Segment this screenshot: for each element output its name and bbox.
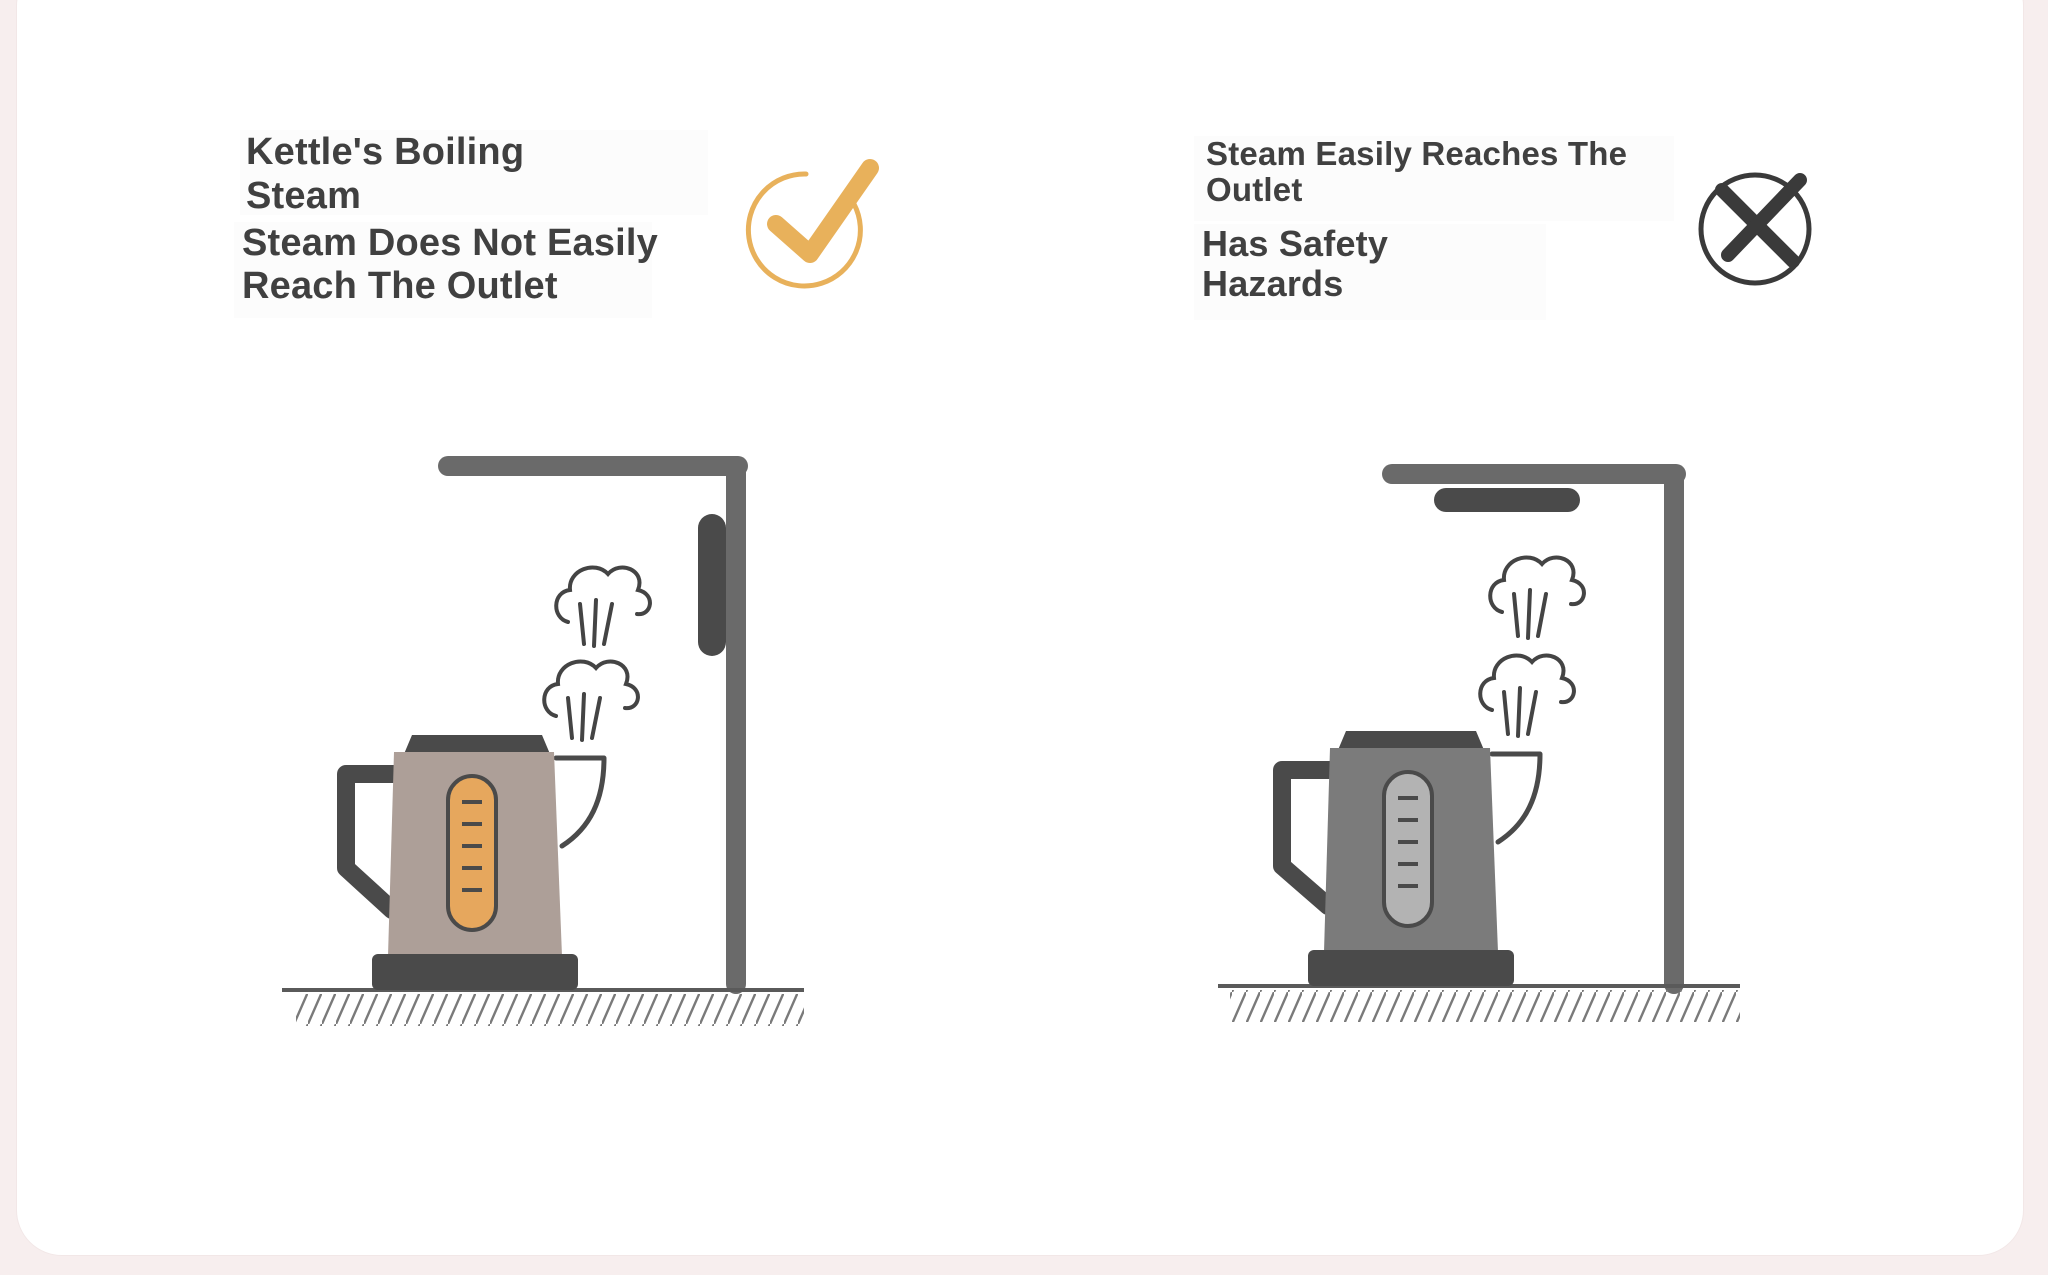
good-description-line-1: Steam Does Not Easily [242, 222, 659, 264]
good-title-line-2: Steam [246, 175, 362, 217]
good-title-line-1: Kettle's Boiling [246, 131, 525, 173]
bad-title-line-2: Outlet [1206, 171, 1303, 208]
bad-description-line-1: Has Safety [1202, 223, 1389, 264]
good-description: Steam Does Not Easily Reach The Outlet [234, 222, 659, 318]
good-title: Kettle's Boiling Steam [240, 130, 708, 217]
bad-description-line-2: Hazards [1202, 263, 1344, 304]
bad-title-line-1: Steam Easily Reaches The [1206, 135, 1628, 172]
bad-description: Has Safety Hazards [1194, 224, 1546, 320]
bad-title: Steam Easily Reaches The Outlet [1194, 136, 1674, 221]
good-description-line-2: Reach The Outlet [242, 265, 558, 307]
